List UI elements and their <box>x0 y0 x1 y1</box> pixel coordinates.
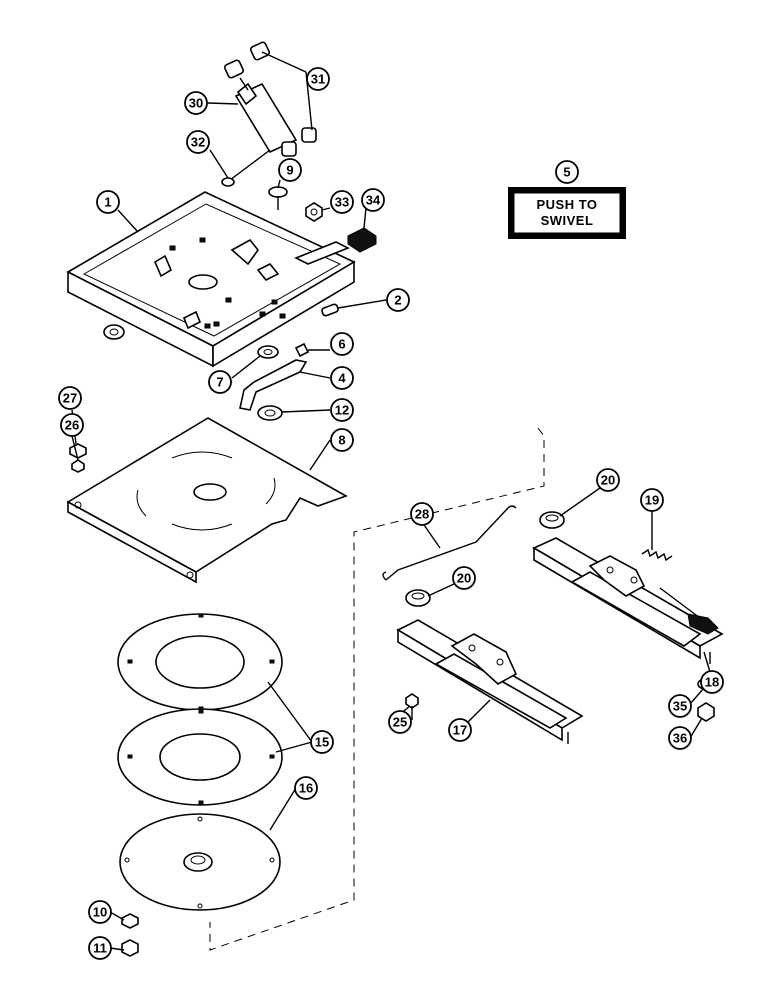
svg-text:28: 28 <box>415 507 429 522</box>
svg-text:1: 1 <box>104 195 111 210</box>
svg-text:6: 6 <box>338 337 345 352</box>
callout-34: 34 <box>361 188 385 212</box>
svg-text:4: 4 <box>338 371 346 386</box>
spring-19 <box>641 548 673 562</box>
pin-2 <box>321 303 339 317</box>
clip-6 <box>294 342 310 358</box>
svg-text:2: 2 <box>394 293 401 308</box>
callout-35: 35 <box>668 694 692 718</box>
svg-text:15: 15 <box>315 735 329 750</box>
push-to-swivel-decal: PUSH TO SWIVEL <box>508 187 626 239</box>
pin-32 <box>221 149 271 187</box>
callout-32: 32 <box>186 130 210 154</box>
bolt-9 <box>268 186 288 210</box>
nuts-10-11 <box>121 913 139 957</box>
bearing-ring-upper <box>117 613 283 711</box>
slide-assembly-boundary <box>209 427 545 951</box>
callout-25: 25 <box>388 710 412 734</box>
rod-28 <box>382 505 517 581</box>
knob-34 <box>347 227 377 253</box>
svg-text:20: 20 <box>601 473 615 488</box>
washer-7 <box>257 345 279 359</box>
svg-text:27: 27 <box>63 391 77 406</box>
callout-19: 19 <box>640 488 664 512</box>
callout-15: 15 <box>310 730 334 754</box>
callout-31: 31 <box>306 67 330 91</box>
callout-9: 9 <box>278 158 302 182</box>
svg-text:18: 18 <box>705 675 719 690</box>
callout-1: 1 <box>96 190 120 214</box>
callout-27: 27 <box>58 386 82 410</box>
bearing-ring-lower <box>117 708 283 806</box>
callout-17: 17 <box>448 718 472 742</box>
callout-18: 18 <box>700 670 724 694</box>
seat-base-frame <box>66 191 356 368</box>
callout-30: 30 <box>184 91 208 115</box>
svg-text:34: 34 <box>366 193 381 208</box>
svg-text:8: 8 <box>338 433 345 448</box>
slide-rail-18 <box>532 537 724 664</box>
callout-2: 2 <box>386 288 410 312</box>
svg-text:19: 19 <box>645 493 659 508</box>
callout-4: 4 <box>330 366 354 390</box>
callouts: 31 30 32 9 5 1 33 34 2 6 7 4 27 26 12 8 … <box>58 67 724 960</box>
svg-text:16: 16 <box>299 781 313 796</box>
cap-20-lower <box>405 589 431 607</box>
washer-under-frame <box>103 324 125 340</box>
callout-12: 12 <box>330 398 354 422</box>
svg-text:9: 9 <box>286 163 293 178</box>
swivel-plate <box>66 417 348 584</box>
callout-16: 16 <box>294 776 318 800</box>
callout-6: 6 <box>330 332 354 356</box>
svg-text:5: 5 <box>563 165 570 180</box>
svg-text:26: 26 <box>65 418 79 433</box>
callout-36: 36 <box>668 726 692 750</box>
bushing-12 <box>257 405 283 421</box>
slide-rail-17 <box>396 619 584 744</box>
callout-8: 8 <box>330 428 354 452</box>
svg-text:35: 35 <box>673 699 687 714</box>
callout-20a: 20 <box>596 468 620 492</box>
bolt-25 <box>405 693 419 720</box>
callout-33: 33 <box>330 190 354 214</box>
svg-text:33: 33 <box>335 195 349 210</box>
svg-text:32: 32 <box>191 135 205 150</box>
svg-text:36: 36 <box>673 731 687 746</box>
svg-text:31: 31 <box>311 72 325 87</box>
svg-text:12: 12 <box>335 403 349 418</box>
svg-text:10: 10 <box>93 905 107 920</box>
svg-text:25: 25 <box>393 715 407 730</box>
callout-5: 5 <box>555 160 579 184</box>
svg-text:7: 7 <box>216 375 223 390</box>
nut-33 <box>305 202 323 222</box>
callout-26: 26 <box>60 413 84 437</box>
lever-4 <box>239 359 308 411</box>
bearing-disc <box>119 813 281 911</box>
callout-20b: 20 <box>452 566 476 590</box>
callout-7: 7 <box>208 370 232 394</box>
svg-text:11: 11 <box>93 941 107 956</box>
nut-36 <box>697 702 715 722</box>
decal-line-1: PUSH TO <box>536 197 597 212</box>
svg-text:17: 17 <box>453 723 467 738</box>
svg-text:30: 30 <box>189 96 203 111</box>
decal-line-2: SWIVEL <box>541 213 594 228</box>
shock-absorber <box>223 41 317 157</box>
callout-11: 11 <box>88 936 112 960</box>
svg-text:20: 20 <box>457 571 471 586</box>
callout-10: 10 <box>88 900 112 924</box>
cap-20-upper <box>539 511 565 529</box>
callout-28: 28 <box>410 502 434 526</box>
